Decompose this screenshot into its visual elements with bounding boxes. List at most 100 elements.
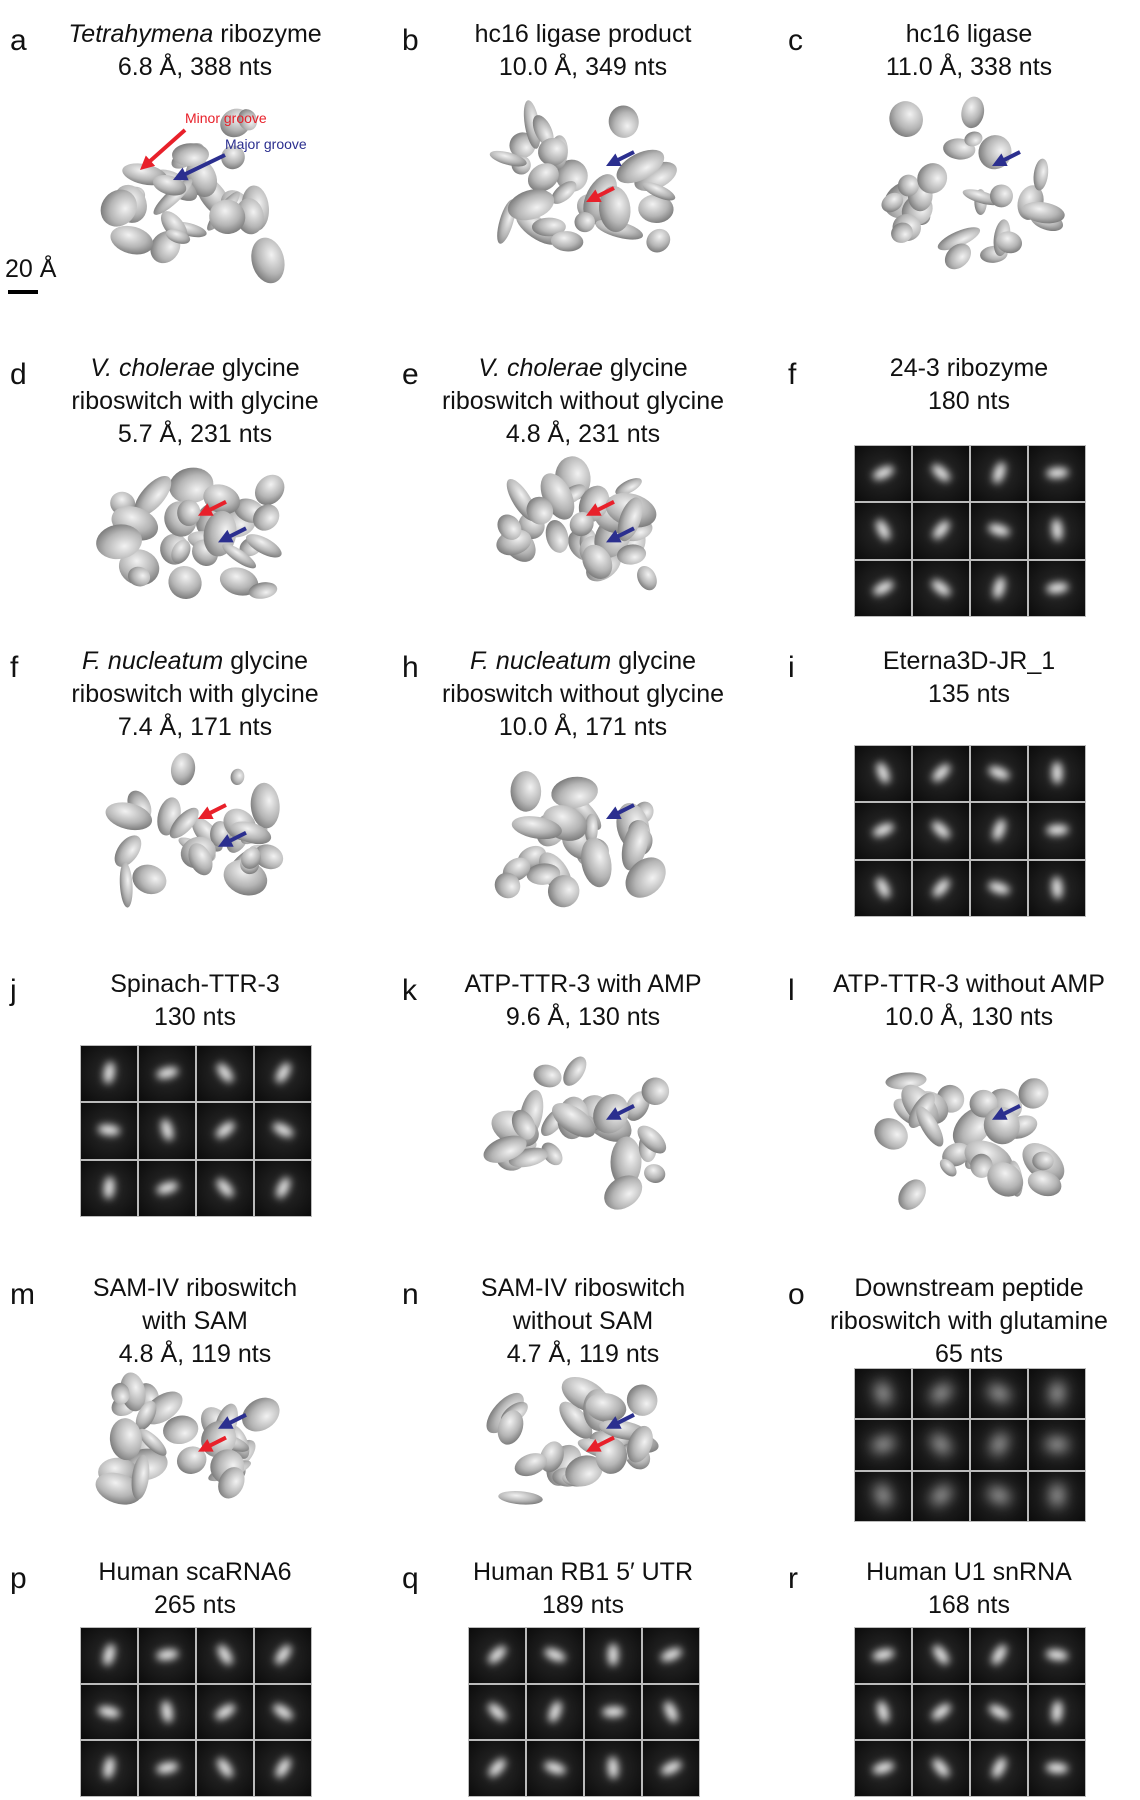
- title-line-2: riboswitch with glycine: [71, 387, 319, 415]
- minor-groove-arrow-head: [586, 1439, 602, 1452]
- density-lobe: [582, 544, 613, 580]
- class-average: [913, 446, 969, 502]
- class-averages-grid: [854, 1368, 1086, 1522]
- density-map: [874, 1072, 1065, 1210]
- particle-signal: [991, 575, 1007, 600]
- class-average: [971, 503, 1027, 559]
- density-lobe: [110, 225, 154, 255]
- particle-signal: [155, 1648, 179, 1662]
- density-lobe: [188, 843, 213, 876]
- resolution-length: 189 nts: [541, 1591, 624, 1619]
- density-lobe: [996, 231, 1023, 254]
- title-line-1: Downstream peptide: [779, 1272, 1140, 1305]
- class-average: [1029, 1369, 1085, 1419]
- density-lobe: [96, 524, 142, 560]
- class-averages-grid: [80, 1045, 312, 1217]
- density-lobe: [514, 1453, 548, 1477]
- class-average: [81, 1160, 137, 1216]
- class-average: [527, 1684, 583, 1740]
- particle-signal: [929, 761, 953, 785]
- particle-signal: [214, 1756, 236, 1781]
- particle-signal: [601, 1706, 625, 1717]
- class-average: [1029, 560, 1085, 616]
- major-groove-arrow-head: [606, 806, 622, 819]
- particle-signal: [658, 1645, 684, 1664]
- particle-signal: [929, 518, 953, 543]
- class-average: [139, 1628, 195, 1683]
- particle-signal: [986, 1487, 1012, 1505]
- density-lobe: [621, 820, 649, 871]
- density-lobe: [569, 511, 594, 537]
- panel-letter: m: [10, 1278, 35, 1311]
- density-lobe: [219, 567, 259, 596]
- particle-signal: [1045, 1648, 1069, 1662]
- density-lobe: [574, 212, 596, 233]
- density-lobe: [131, 1454, 150, 1500]
- class-average: [643, 1684, 699, 1740]
- resolution-length: 11.0 Å, 338 nts: [885, 53, 1053, 81]
- density-map-panel: [65, 1368, 325, 1525]
- title-text: glycine: [214, 354, 300, 382]
- panel-letter: d: [10, 358, 27, 391]
- particle-signal: [1051, 761, 1063, 785]
- class-average: [255, 1628, 311, 1683]
- class-average: [197, 1684, 253, 1740]
- density-lobe: [552, 1102, 596, 1138]
- species-name: F. nucleatum: [81, 647, 224, 675]
- density-lobe: [970, 1153, 993, 1178]
- particle-signal: [159, 1118, 175, 1143]
- resolution-length: 168 nts: [927, 1591, 1010, 1619]
- class-average: [971, 1628, 1027, 1683]
- particle-signal: [542, 1759, 568, 1777]
- particle-signal: [875, 1381, 891, 1406]
- particle-signal: [986, 522, 1012, 539]
- particle-signal: [929, 819, 953, 842]
- particle-signal: [1052, 1484, 1062, 1508]
- particle-signal: [930, 1642, 952, 1667]
- density-lobe: [550, 231, 584, 252]
- density-lobe: [585, 1393, 627, 1423]
- density-lobe: [551, 776, 598, 809]
- particle-signal: [213, 1119, 237, 1142]
- title-text: hc16 ligase: [905, 20, 1033, 48]
- density-lobe: [135, 1400, 157, 1431]
- major-groove-arrow-head: [218, 1416, 234, 1429]
- title-line-1: Human U1 snRNA: [779, 1556, 1140, 1589]
- density-lobe: [608, 105, 639, 138]
- particle-signal: [102, 1756, 116, 1781]
- title-line-1: V. cholerae glycine: [393, 352, 773, 385]
- class-average: [527, 1741, 583, 1796]
- panel-letter: h: [402, 651, 419, 684]
- resolution-length: 10.0 Å, 171 nts: [498, 713, 668, 741]
- density-lobe: [551, 181, 577, 204]
- density-lobe: [511, 816, 562, 840]
- density-lobe: [511, 1109, 536, 1140]
- particle-signal: [96, 1704, 122, 1719]
- density-lobe: [254, 844, 284, 870]
- density-lobe: [626, 1384, 658, 1416]
- resolution-length: 130 nts: [153, 1003, 236, 1031]
- particle-signal: [1050, 1699, 1064, 1724]
- density-lobe: [961, 96, 985, 129]
- density-lobe: [95, 1472, 142, 1505]
- class-average: [971, 1369, 1027, 1419]
- density-lobe: [251, 237, 285, 284]
- class-average: [1029, 1471, 1085, 1521]
- panel-letter: i: [788, 651, 795, 684]
- resolution-length: 180 nts: [927, 387, 1010, 415]
- class-average: [585, 1628, 641, 1683]
- class-average: [913, 503, 969, 559]
- class-average: [971, 1741, 1027, 1796]
- title-line-1: hc16 ligase: [779, 18, 1140, 51]
- title-line-2: riboswitch without glycine: [441, 680, 725, 708]
- panel-letter: r: [788, 1562, 798, 1595]
- density-map: [483, 1056, 670, 1210]
- resolution-length: 4.8 Å, 119 nts: [118, 1340, 272, 1368]
